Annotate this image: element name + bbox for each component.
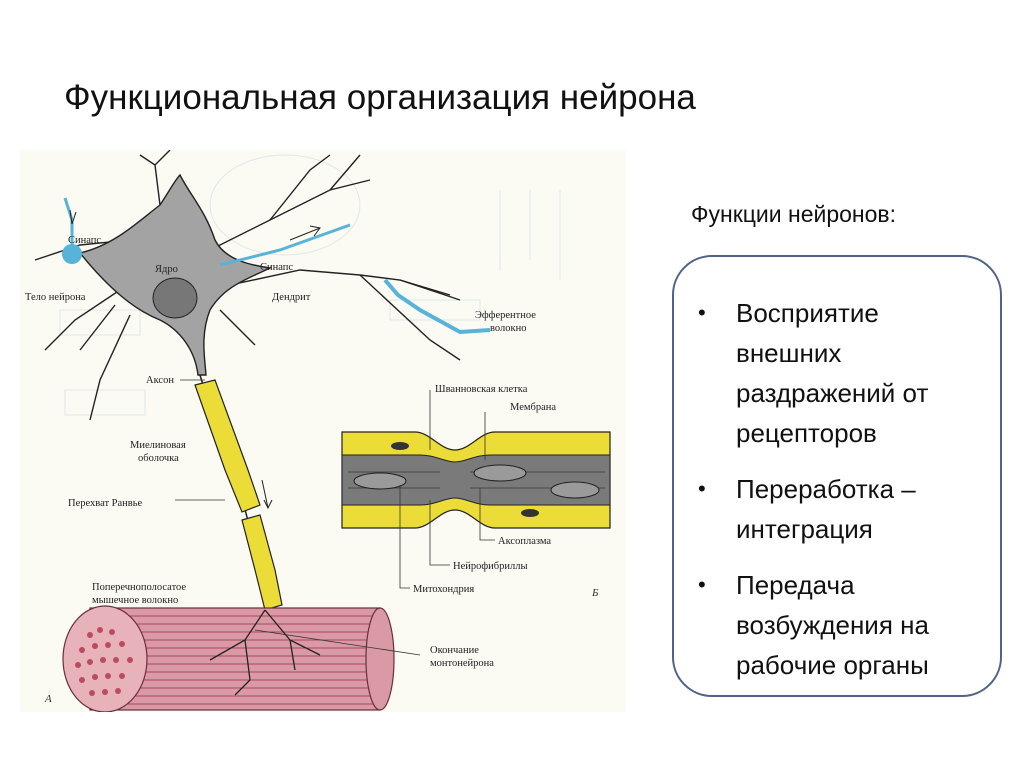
label-muscle-2: мышечное волокно: [92, 595, 178, 606]
label-axoplasm: Аксоплазма: [498, 536, 551, 547]
dendrites: [34, 150, 461, 421]
motor-endplate-branches: [209, 609, 321, 696]
label-panel-a: А: [44, 693, 52, 705]
function-item-line: Восприятие: [736, 298, 879, 328]
function-item-line: возбуждения на: [736, 610, 929, 640]
label-neurofibrils: Нейрофибриллы: [453, 561, 528, 572]
ranvier-arrow: [261, 479, 273, 510]
function-item-line: рабочие органы: [736, 650, 929, 680]
label-mitochondria: Митохондрия: [413, 584, 474, 595]
function-item-integration: Переработка – интеграция: [698, 469, 990, 549]
label-axon: Аксон: [146, 375, 174, 386]
label-ranvier: Перехват Ранвье: [68, 498, 143, 509]
functions-heading: Функции нейронов:: [691, 201, 897, 227]
label-panel-b: Б: [591, 587, 599, 599]
functions-box: Восприятие внешних раздражений от рецепт…: [672, 255, 1002, 697]
neuron-diagram: Синапс Тело нейрона Ядро Синапс Дендрит …: [20, 150, 626, 712]
label-nucleus: Ядро: [155, 264, 178, 275]
slide-title: Функциональная организация нейрона: [64, 78, 696, 117]
function-item-line: внешних: [736, 338, 842, 368]
function-item-line: интеграция: [736, 514, 873, 544]
synapse-top-shape: [62, 244, 82, 264]
label-schwann: Шванновская клетка: [435, 384, 528, 395]
label-efferent-fiber-2: волокно: [490, 323, 526, 334]
label-synapse-right: Синапс: [260, 262, 293, 273]
label-synapse-top: Синапс: [68, 235, 101, 246]
afferent-arrow-right: [289, 225, 321, 241]
label-efferent-fiber-1: Эфферентное: [475, 310, 536, 321]
label-membrane: Мембрана: [510, 402, 556, 413]
afferent-arrow-top: [69, 209, 77, 225]
myelin-sheath-lower: [241, 514, 283, 611]
functions-list: Восприятие внешних раздражений от рецепт…: [674, 257, 1000, 685]
function-item-line: Переработка –: [736, 474, 916, 504]
label-muscle-1: Поперечнополосатое: [92, 582, 186, 593]
function-item-line: рецепторов: [736, 418, 877, 448]
function-item-line: Передача: [736, 570, 855, 600]
muscle-fiber: [62, 605, 395, 712]
label-myelin-1: Миелиновая: [130, 440, 186, 451]
afferent-fibers: [63, 197, 351, 267]
leader-lines: [175, 379, 495, 656]
function-item-line: раздражений от: [736, 378, 929, 408]
label-ending-2: монтонейрона: [430, 658, 494, 669]
nucleus-shape: [152, 277, 198, 319]
label-myelin-2: оболочка: [138, 453, 179, 464]
function-item-transmission: Передача возбуждения на рабочие органы: [698, 565, 990, 685]
label-dendrite: Дендрит: [272, 292, 311, 303]
myelin-sheath-upper: [194, 379, 261, 513]
neuron-body-shape: [78, 173, 273, 376]
label-neuron-body: Тело нейрона: [25, 292, 86, 303]
neuron-diagram-svg: Синапс Тело нейрона Ядро Синапс Дендрит …: [25, 150, 611, 712]
efferent-fiber-shape: [383, 278, 491, 335]
label-ending-1: Окончание: [430, 645, 479, 656]
faint-background-sketch: [59, 154, 561, 416]
function-item-perception: Восприятие внешних раздражений от рецепт…: [698, 293, 990, 453]
fiber-segment-b: [341, 431, 611, 529]
